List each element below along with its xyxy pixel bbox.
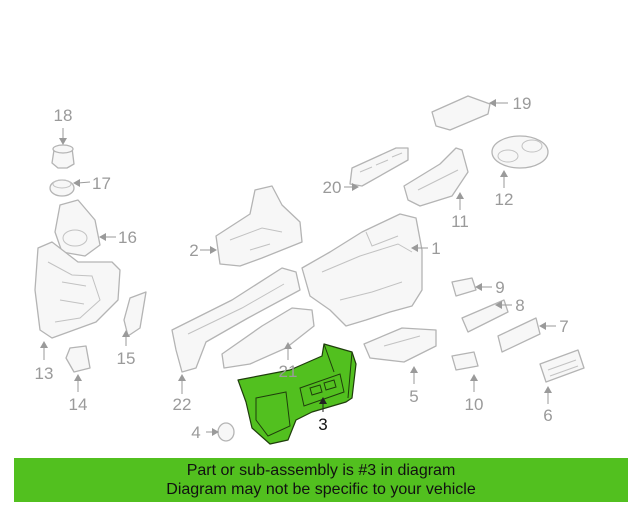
callout-17: 17 (92, 174, 111, 193)
part-22 (171, 267, 301, 373)
part-16 (54, 199, 101, 257)
callout-2: 2 (189, 241, 198, 260)
part-10 (451, 351, 479, 371)
callout-22: 22 (173, 395, 192, 414)
part-7 (497, 317, 541, 353)
callout-16: 16 (118, 228, 137, 247)
callout-14: 14 (69, 395, 88, 414)
callout-15: 15 (117, 349, 136, 368)
part-12 (491, 135, 549, 169)
callout-20: 20 (323, 178, 342, 197)
callout-4: 4 (191, 423, 200, 442)
part-13 (34, 241, 121, 339)
part-3-highlighted[interactable] (237, 343, 357, 445)
callout-21: 21 (279, 362, 298, 381)
part-8 (461, 299, 509, 333)
part-18 (51, 144, 75, 169)
callout-3: 3 (318, 415, 327, 434)
callout-12: 12 (495, 190, 514, 209)
callout-7: 7 (559, 317, 568, 336)
callout-numbers: 18 17 16 13 14 15 2 22 21 1 20 11 19 12 … (35, 94, 569, 442)
info-banner: Part or sub-assembly is #3 in diagram Di… (14, 458, 628, 502)
callout-11: 11 (451, 212, 469, 231)
callout-18: 18 (54, 106, 73, 125)
callout-5: 5 (409, 387, 418, 406)
callout-8: 8 (515, 296, 524, 315)
callout-13: 13 (35, 364, 54, 383)
part-20 (349, 147, 409, 187)
callout-19: 19 (513, 94, 532, 113)
part-1 (301, 213, 423, 327)
part-17 (49, 179, 75, 197)
banner-line-1: Part or sub-assembly is #3 in diagram (186, 462, 456, 479)
part-11 (403, 147, 469, 207)
part-6 (539, 349, 585, 383)
part-2 (215, 185, 303, 267)
parts-diagram: 18 17 16 13 14 15 2 22 21 1 20 11 19 12 … (34, 94, 585, 445)
part-19 (431, 95, 491, 131)
callout-1: 1 (431, 239, 440, 258)
part-9 (451, 277, 477, 297)
part-5 (363, 327, 437, 363)
part-15 (123, 291, 147, 337)
callout-6: 6 (543, 406, 552, 425)
part-14 (65, 345, 91, 373)
callout-leaders (40, 99, 556, 436)
part-21 (221, 307, 315, 369)
part-4 (217, 422, 235, 442)
callout-9: 9 (495, 278, 504, 297)
banner-line-2: Diagram may not be specific to your vehi… (166, 481, 476, 498)
callout-10: 10 (465, 395, 484, 414)
